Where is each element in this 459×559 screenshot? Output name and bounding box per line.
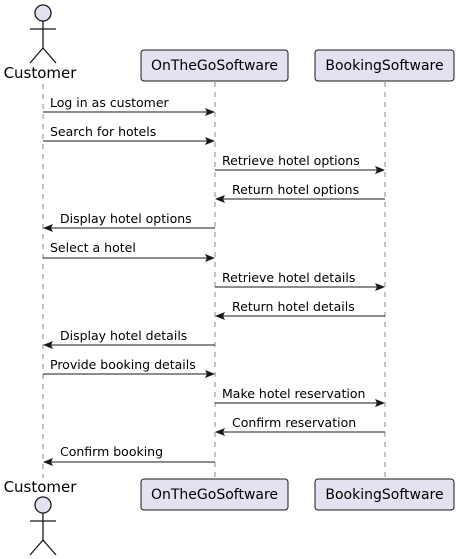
message-6-label: Select a hotel [50, 240, 136, 255]
arrow-left-icon [215, 195, 225, 203]
arrow-left-icon [43, 224, 53, 232]
arrow-right-icon [375, 166, 385, 174]
message-10-label: Provide booking details [50, 357, 196, 372]
arrow-left-icon [43, 458, 53, 466]
actor-customer-bottom: Customer [4, 478, 78, 556]
message-11-label: Make hotel reservation [222, 386, 365, 401]
actor-customer-top-label: Customer [4, 64, 78, 82]
participant-onthego-bottom: OnTheGoSoftware [140, 478, 289, 511]
message-1: Log in as customer [43, 95, 215, 116]
arrow-right-icon [205, 137, 215, 145]
message-4: Return hotel options [215, 182, 385, 203]
actor-head-icon [34, 4, 52, 22]
actor-customer-bottom-label: Customer [4, 478, 78, 496]
message-10: Provide booking details [43, 357, 215, 378]
message-6: Select a hotel [43, 240, 215, 262]
participant-booking-top-label: BookingSoftware [325, 58, 443, 74]
arrow-left-icon [215, 312, 225, 320]
message-4-label: Return hotel options [232, 182, 359, 197]
arrow-right-icon [205, 370, 215, 378]
message-8: Return hotel details [215, 299, 385, 320]
participant-booking-top: BookingSoftware [314, 49, 455, 82]
message-9: Display hotel details [43, 328, 215, 349]
actor-head-icon [34, 496, 52, 514]
participant-onthego-top: OnTheGoSoftware [140, 49, 289, 82]
participant-booking-bottom-label: BookingSoftware [325, 487, 443, 503]
arrow-right-icon [205, 254, 215, 262]
message-7-label: Retrieve hotel details [222, 270, 355, 285]
message-1-label: Log in as customer [50, 95, 170, 110]
message-3: Retrieve hotel options [215, 153, 385, 174]
participant-onthego-bottom-label: OnTheGoSoftware [151, 487, 278, 503]
arrow-right-icon [375, 399, 385, 407]
message-11: Make hotel reservation [215, 386, 385, 407]
message-7: Retrieve hotel details [215, 270, 385, 291]
message-13-label: Confirm booking [60, 444, 163, 459]
message-5-label: Display hotel options [60, 211, 192, 226]
message-8-label: Return hotel details [232, 299, 355, 314]
participant-onthego-top-label: OnTheGoSoftware [151, 58, 278, 74]
arrow-left-icon [215, 428, 225, 436]
message-3-label: Retrieve hotel options [222, 153, 360, 168]
message-5: Display hotel options [43, 211, 215, 232]
arrow-left-icon [43, 341, 53, 349]
participant-booking-bottom: BookingSoftware [314, 478, 455, 511]
message-12-label: Confirm reservation [232, 415, 356, 430]
message-9-label: Display hotel details [60, 328, 187, 343]
actor-customer-top: Customer [4, 4, 78, 82]
message-13: Confirm booking [43, 444, 215, 466]
arrow-right-icon [375, 283, 385, 291]
message-2: Search for hotels [43, 124, 215, 145]
message-12: Confirm reservation [215, 415, 385, 436]
arrow-right-icon [205, 108, 215, 116]
message-2-label: Search for hotels [50, 124, 156, 139]
